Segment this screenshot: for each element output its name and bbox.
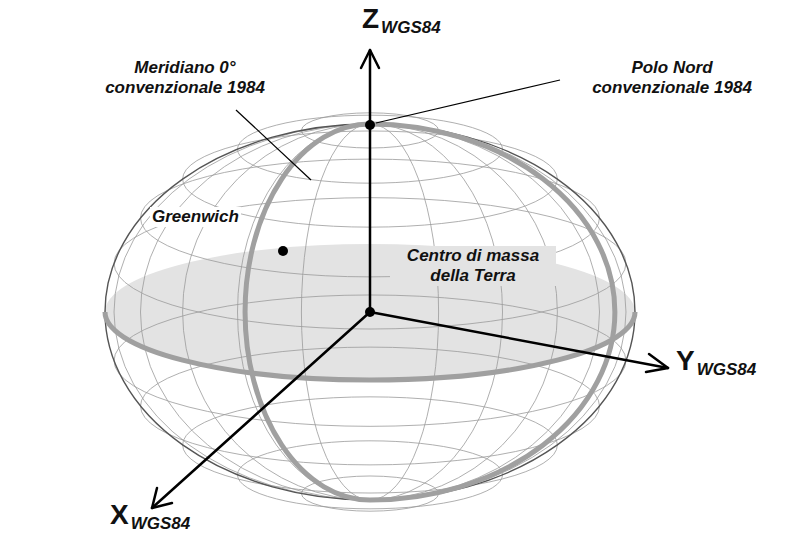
- axis-name: Y: [676, 346, 695, 376]
- x-arrowhead: [152, 488, 172, 508]
- center-dot: [365, 307, 375, 317]
- axis-label: ZWGS84: [362, 4, 441, 34]
- axis-subscript: WGS84: [131, 515, 191, 532]
- y-arrowhead: [646, 354, 668, 372]
- leader-line: [376, 80, 560, 123]
- north-pole-dot: [365, 120, 375, 130]
- leader-line: [236, 110, 311, 180]
- parallel-line: [301, 476, 438, 511]
- axis-subscript: WGS84: [381, 19, 441, 36]
- axis-subscript: WGS84: [697, 361, 757, 378]
- prime-meridian: [245, 124, 370, 500]
- z-arrowhead: [361, 50, 379, 68]
- axis-name: X: [110, 500, 129, 530]
- center-label: Centro di massa della Terra: [390, 246, 556, 286]
- axis-label: YWGS84: [676, 346, 756, 376]
- axis-label: XWGS84: [110, 500, 190, 530]
- greenwich-label: Greenwich: [150, 207, 241, 227]
- x-axis: [152, 312, 370, 508]
- meridian-90: [370, 124, 615, 500]
- meridian-label: Meridiano 0° convenzionale 1984: [85, 58, 285, 98]
- axis-name: Z: [362, 4, 379, 34]
- z-axis: [369, 50, 372, 312]
- pole-label: Polo Nord convenzionale 1984: [572, 58, 772, 98]
- parallel-line: [183, 397, 558, 493]
- greenwich-dot: [278, 246, 288, 256]
- y-axis: [370, 312, 668, 368]
